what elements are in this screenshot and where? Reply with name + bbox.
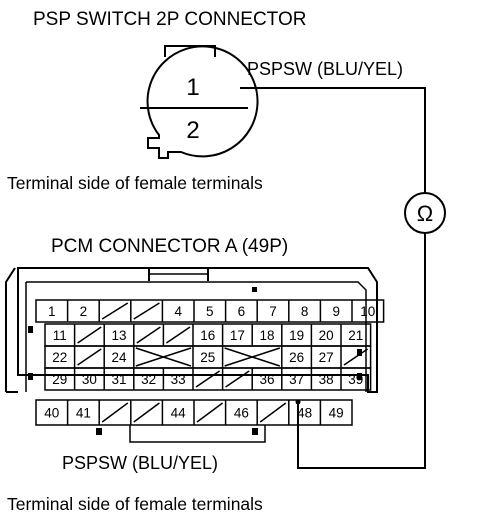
empty-terminal bbox=[133, 402, 160, 423]
empty-terminal bbox=[133, 302, 160, 320]
terminal-41: 41 bbox=[76, 406, 91, 421]
terminal-38: 38 bbox=[319, 372, 334, 387]
psp-wire-label: PSPSW (BLU/YEL) bbox=[247, 59, 403, 79]
psp-caption: Terminal side of female terminals bbox=[7, 173, 263, 193]
terminal-22: 22 bbox=[52, 350, 67, 365]
empty-terminal bbox=[136, 326, 161, 344]
terminal-13: 13 bbox=[111, 328, 126, 343]
psp-pin-2: 2 bbox=[186, 117, 199, 144]
terminal-8: 8 bbox=[301, 304, 309, 319]
terminal-18: 18 bbox=[259, 328, 274, 343]
terminal-1: 1 bbox=[48, 304, 56, 319]
terminal-25: 25 bbox=[200, 350, 215, 365]
terminal-27: 27 bbox=[319, 350, 334, 365]
terminal-6: 6 bbox=[238, 304, 246, 319]
terminal-37: 37 bbox=[289, 372, 304, 387]
ohmmeter-icon bbox=[404, 192, 446, 234]
terminal-21: 21 bbox=[348, 328, 363, 343]
terminal-30: 30 bbox=[82, 372, 97, 387]
terminal-40: 40 bbox=[44, 406, 59, 421]
terminal-26: 26 bbox=[289, 350, 304, 365]
terminal-7: 7 bbox=[269, 304, 277, 319]
empty-terminal bbox=[77, 326, 102, 344]
terminal-49: 49 bbox=[329, 406, 344, 421]
terminal-2: 2 bbox=[80, 304, 88, 319]
pcm-connector-housing bbox=[5, 267, 378, 443]
terminal-4: 4 bbox=[174, 304, 182, 319]
pcm-connector-title: PCM CONNECTOR A (49P) bbox=[51, 236, 288, 257]
terminal-29: 29 bbox=[52, 372, 67, 387]
terminal-31: 31 bbox=[111, 372, 126, 387]
psp-connector-body bbox=[140, 45, 259, 159]
psp-pin-1: 1 bbox=[186, 74, 199, 101]
empty-terminal bbox=[101, 302, 129, 320]
empty-terminal bbox=[101, 402, 129, 423]
terminal-17: 17 bbox=[230, 328, 245, 343]
pcm-wire-label: PSPSW (BLU/YEL) bbox=[62, 453, 218, 473]
terminal-5: 5 bbox=[206, 304, 214, 319]
empty-terminal bbox=[196, 402, 224, 423]
terminal-33: 33 bbox=[171, 372, 186, 387]
empty-terminal bbox=[195, 370, 221, 388]
empty-terminal bbox=[225, 370, 250, 388]
terminal-20: 20 bbox=[319, 328, 334, 343]
terminal-11: 11 bbox=[53, 328, 67, 343]
empty-terminal bbox=[343, 348, 369, 366]
terminal-16: 16 bbox=[200, 328, 215, 343]
pcm-caption: Terminal side of female terminals bbox=[7, 494, 263, 514]
terminal-39: 39 bbox=[348, 372, 363, 387]
ohm-symbol: Ω bbox=[417, 201, 433, 226]
psp-connector-title: PSP SWITCH 2P CONNECTOR bbox=[33, 9, 306, 30]
terminal-9: 9 bbox=[332, 304, 340, 319]
terminal-48: 48 bbox=[297, 406, 312, 421]
terminal-44: 44 bbox=[171, 406, 187, 421]
empty-terminal bbox=[77, 348, 102, 366]
terminal-10: 10 bbox=[360, 304, 375, 319]
terminal-24: 24 bbox=[111, 350, 127, 365]
terminal-32: 32 bbox=[141, 372, 156, 387]
empty-terminal bbox=[165, 326, 191, 344]
terminal-19: 19 bbox=[289, 328, 304, 343]
terminal-36: 36 bbox=[259, 372, 274, 387]
terminal-46: 46 bbox=[234, 406, 249, 421]
terminal-row bbox=[35, 299, 385, 323]
empty-terminal bbox=[259, 402, 287, 423]
terminal-row bbox=[44, 367, 372, 391]
